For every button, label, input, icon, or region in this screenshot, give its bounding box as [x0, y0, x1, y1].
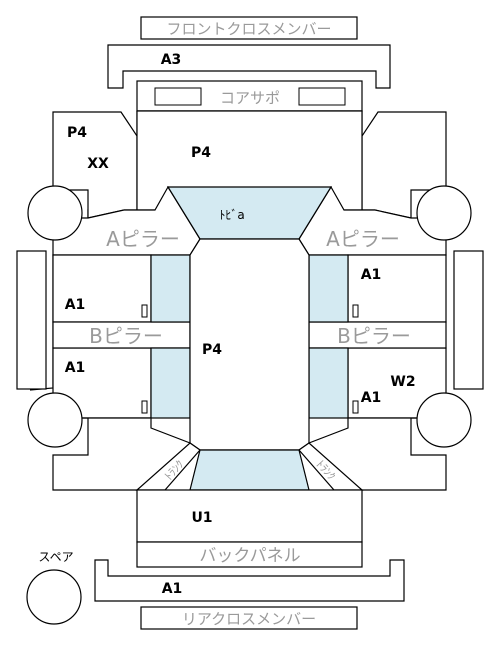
front-left-fender-extra-code: XX: [87, 156, 109, 172]
front-right-door-code: A1: [361, 267, 382, 283]
left-b-pillar-label: Bピラー: [89, 324, 163, 348]
trunk-lid[interactable]: [136, 489, 363, 543]
front-left-door[interactable]: [52, 254, 152, 323]
front-cross-member-box[interactable]: [140, 16, 358, 40]
left-a-pillar-label: Aピラー: [106, 227, 180, 251]
right-b-pillar[interactable]: [308, 321, 447, 349]
spare-wheel[interactable]: [26, 569, 82, 625]
front-right-door-handle[interactable]: [352, 304, 359, 318]
back-panel-label: バックパネル: [199, 546, 300, 566]
right-side-sill[interactable]: [453, 250, 484, 390]
front-left-window[interactable]: [150, 254, 191, 323]
left-b-pillar[interactable]: [52, 321, 191, 349]
front-left-fender-code: P4: [67, 125, 87, 141]
roof-code: P4: [202, 342, 222, 358]
front-left-door-handle[interactable]: [141, 304, 148, 318]
back-panel[interactable]: [136, 541, 363, 568]
rear-right-door-handle[interactable]: [352, 400, 359, 414]
front-cross-member-label: フロントクロスメンバー: [166, 20, 331, 38]
left-side-sill[interactable]: [16, 250, 47, 390]
front-left-door-code: A1: [65, 297, 86, 313]
rear-window[interactable]: [189, 449, 310, 491]
rear-right-door-code: A1: [361, 390, 382, 406]
rear-left-wheel[interactable]: [27, 392, 83, 448]
front-cross-member-bracket[interactable]: [107, 44, 391, 89]
front-cross-member-code: A3: [161, 52, 182, 68]
front-right-wheel[interactable]: [416, 185, 472, 241]
rear-right-wheel[interactable]: [416, 392, 472, 448]
spare-label: スペア: [38, 550, 73, 564]
left-headlight[interactable]: [154, 87, 202, 106]
right-a-pillar-label: Aピラー: [326, 227, 400, 251]
rear-cross-member-bracket[interactable]: [94, 559, 405, 602]
rear-right-door-extra-code: W2: [390, 374, 415, 390]
rear-cross-member-box[interactable]: [140, 606, 358, 630]
front-left-wheel[interactable]: [27, 185, 83, 241]
rear-left-door-code: A1: [65, 360, 86, 376]
core-support-label: コアサポ: [220, 89, 280, 107]
rear-cross-member-code: A1: [162, 581, 183, 597]
trunk-lid-code: U1: [191, 510, 212, 526]
windshield-label: ﾄﾋﾞa: [219, 208, 244, 222]
front-right-window[interactable]: [308, 254, 349, 323]
hood-code: P4: [191, 145, 211, 161]
rear-cross-member-label: リアクロスメンバー: [182, 610, 316, 628]
right-headlight[interactable]: [298, 87, 346, 106]
right-b-pillar-label: Bピラー: [337, 324, 411, 348]
rear-left-door-handle[interactable]: [141, 400, 148, 414]
rear-right-window[interactable]: [308, 347, 349, 419]
rear-left-window[interactable]: [150, 347, 191, 419]
front-right-door[interactable]: [347, 254, 447, 323]
